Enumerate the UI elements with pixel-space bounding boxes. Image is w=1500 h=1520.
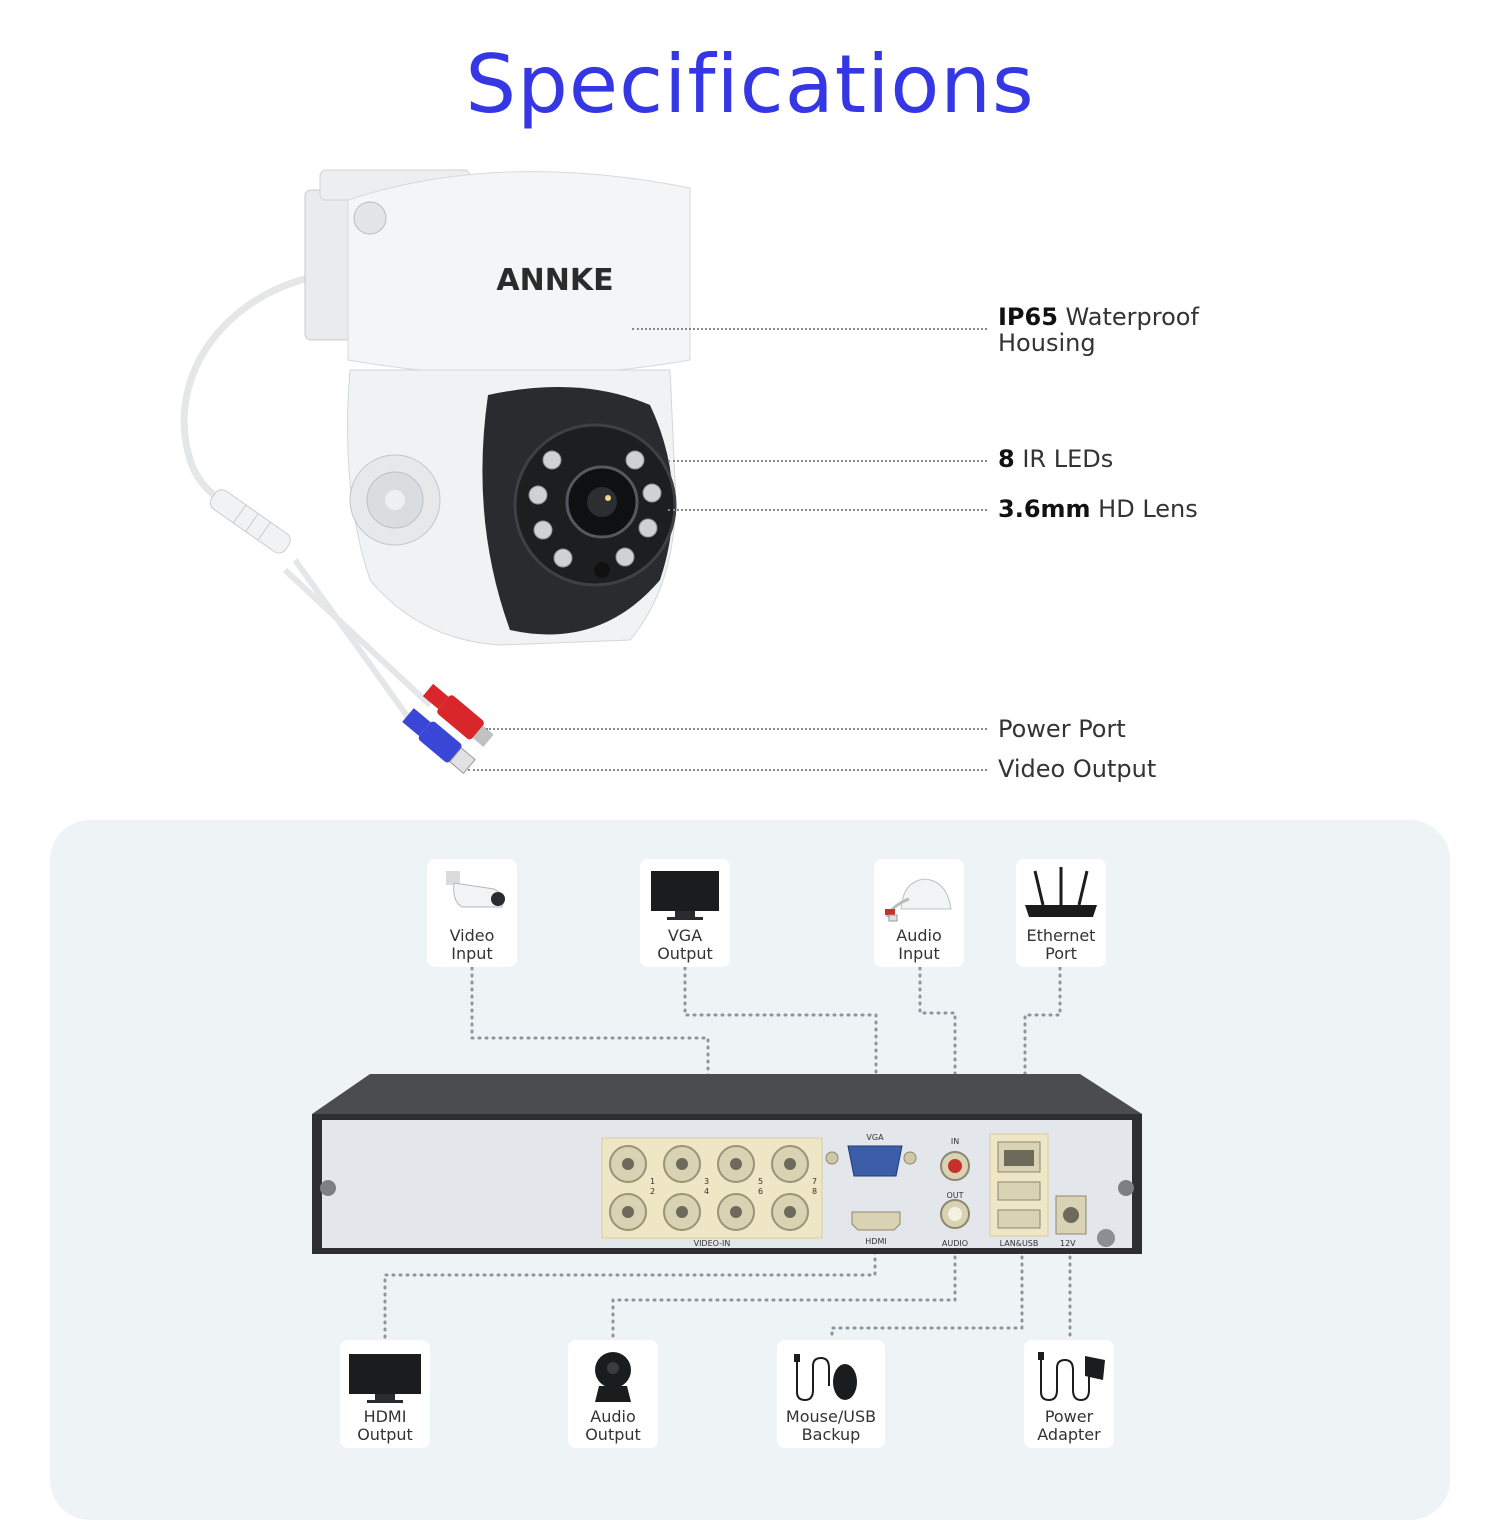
ptz-camera-image: ANNKE [180, 169, 691, 775]
card-audio-output-line2: Output [585, 1425, 641, 1444]
channel-number-1: 1 [650, 1177, 655, 1186]
callout-lens: 3.6mm HD Lens [998, 496, 1198, 522]
card-audio-input-line2: Input [898, 944, 940, 963]
callout-ir-leds-text: IR LEDs [1014, 445, 1114, 473]
card-audio-input-label: Audio Input [874, 927, 964, 963]
card-power-adapter-line1: Power [1044, 1407, 1094, 1426]
callout-housing-bold: IP65 [998, 303, 1058, 331]
callout-lens-text: HD Lens [1090, 495, 1198, 523]
callout-housing-text2: Housing [998, 329, 1096, 357]
channel-number-7: 7 [812, 1177, 817, 1186]
bullet-camera-icon [446, 871, 505, 908]
audio-in-label: IN [951, 1137, 959, 1146]
card-audio-output-line1: Audio [590, 1407, 636, 1426]
card-ethernet-port: Ethernet Port [1016, 859, 1106, 967]
leader-line-ir-leds [668, 460, 987, 462]
card-ethernet-port-line1: Ethernet [1026, 926, 1096, 945]
router-icon [1025, 867, 1097, 917]
hdmi-label: HDMI [865, 1237, 886, 1246]
card-audio-output: Audio Output [568, 1340, 658, 1448]
power-adapter-icon [1038, 1352, 1105, 1402]
card-vga-output: VGA Output [640, 859, 730, 967]
callout-ir-leds: 8 IR LEDs [998, 446, 1113, 472]
card-ethernet-port-line2: Port [1045, 944, 1077, 963]
speaker-icon [595, 1352, 631, 1402]
leader-line-housing [632, 328, 987, 330]
card-video-input: Video Input [427, 859, 517, 967]
card-power-adapter-label: Power Adapter [1024, 1408, 1114, 1444]
card-power-adapter-line2: Adapter [1037, 1425, 1101, 1444]
card-video-input-line1: Video [449, 926, 495, 945]
channel-number-5: 5 [758, 1177, 763, 1186]
mouse-icon [794, 1354, 857, 1402]
camera-brand-logo: ANNKE [496, 263, 613, 298]
monitor-icon [651, 871, 719, 920]
dvr-recorder-image: 1 2 3 4 5 6 7 8 VIDEO-IN VGA HDMI IN OUT… [312, 1074, 1142, 1254]
channel-number-4: 4 [704, 1187, 709, 1196]
card-hdmi-output-label: HDMI Output [340, 1408, 430, 1444]
card-mouse-usb-backup-line1: Mouse/USB [785, 1407, 877, 1426]
audio-out-label: OUT [946, 1191, 963, 1200]
card-video-input-label: Video Input [427, 927, 517, 963]
card-vga-output-line2: Output [657, 944, 713, 963]
callout-housing: IP65 Waterproof Housing [998, 304, 1199, 356]
leader-line-lens [668, 509, 987, 511]
lan-usb-label: LAN&USB [1000, 1239, 1039, 1248]
card-power-adapter: Power Adapter [1024, 1340, 1114, 1448]
callout-housing-text: Waterproof [1057, 303, 1199, 331]
audio-label: AUDIO [942, 1239, 968, 1248]
page-title: Specifications [465, 38, 1035, 131]
monitor-icon [349, 1354, 421, 1403]
card-hdmi-output-line1: HDMI [363, 1407, 407, 1426]
card-mouse-usb-backup-label: Mouse/USB Backup [777, 1408, 885, 1444]
card-hdmi-output: HDMI Output [340, 1340, 430, 1448]
card-audio-output-label: Audio Output [568, 1408, 658, 1444]
power-label: 12V [1060, 1239, 1076, 1248]
callout-lens-bold: 3.6mm [998, 495, 1091, 523]
leader-line-power-port [486, 728, 987, 730]
channel-number-6: 6 [758, 1187, 763, 1196]
card-mouse-usb-backup-line2: Backup [801, 1425, 861, 1444]
callout-ir-leds-bold: 8 [998, 445, 1015, 473]
card-video-input-line2: Input [451, 944, 493, 963]
callout-video-output: Video Output [998, 755, 1157, 783]
video-in-label: VIDEO-IN [694, 1239, 731, 1248]
card-vga-output-label: VGA Output [640, 927, 730, 963]
card-hdmi-output-line2: Output [357, 1425, 413, 1444]
card-mouse-usb-backup: Mouse/USB Backup [777, 1340, 885, 1448]
channel-number-3: 3 [704, 1177, 709, 1186]
channel-number-2: 2 [650, 1187, 655, 1196]
vga-label: VGA [866, 1133, 884, 1142]
callout-power-port: Power Port [998, 715, 1126, 743]
card-vga-output-line1: VGA [667, 926, 703, 945]
microphone-icon [885, 878, 952, 922]
channel-number-8: 8 [812, 1187, 817, 1196]
card-ethernet-port-label: Ethernet Port [1016, 927, 1106, 963]
card-audio-input: Audio Input [874, 859, 964, 967]
card-audio-input-line1: Audio [896, 926, 942, 945]
leader-line-video-output [468, 769, 987, 771]
